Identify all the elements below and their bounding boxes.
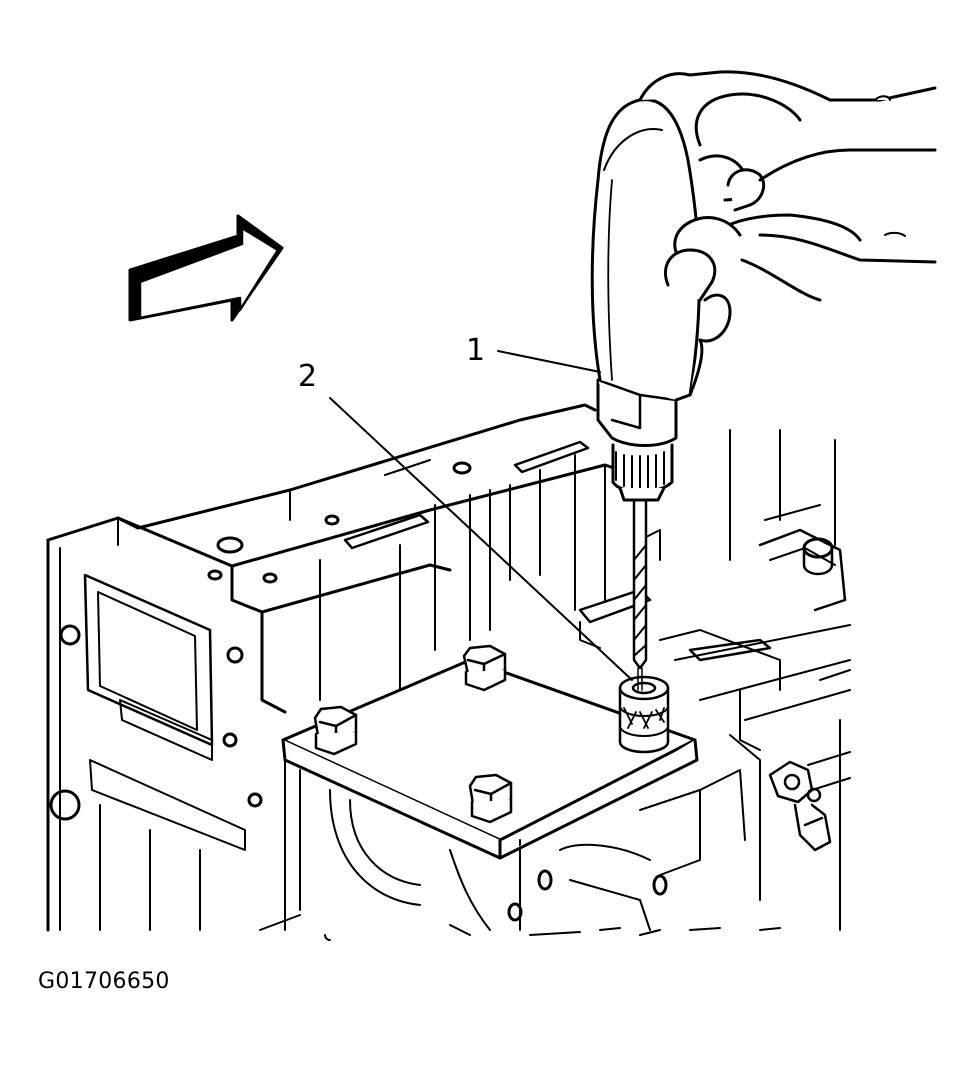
leader-line-1 [497, 350, 601, 373]
callout-label-1: 1 [466, 333, 486, 368]
plate-bolt [462, 644, 507, 692]
callout-label-2: 2 [298, 359, 318, 394]
engine-block [46, 403, 851, 941]
drill-guide-bushing [618, 675, 670, 754]
leader-line-2 [329, 397, 633, 681]
arrow-right-icon [128, 214, 284, 322]
figure-code: G01706650 [38, 969, 170, 994]
fixture-plate [281, 658, 699, 860]
plate-bolt [468, 773, 513, 824]
plate-bolt [313, 705, 358, 756]
hand [638, 70, 937, 397]
